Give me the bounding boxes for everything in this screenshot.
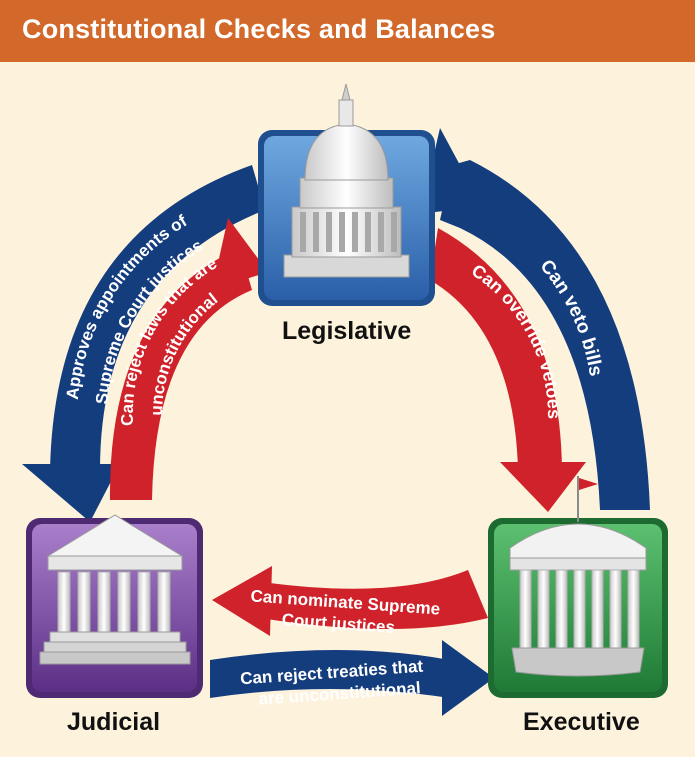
white-house-icon bbox=[509, 476, 647, 677]
legislative-tile bbox=[258, 83, 435, 306]
reject-treaties-arrow bbox=[210, 640, 494, 716]
approves-appointments-arrow bbox=[22, 165, 265, 522]
executive-tile bbox=[488, 476, 668, 698]
executive-label: Executive bbox=[523, 708, 640, 736]
veto-arrow bbox=[420, 128, 650, 510]
courthouse-icon bbox=[39, 514, 191, 665]
capitol-dome-icon bbox=[283, 83, 410, 278]
legislative-label: Legislative bbox=[282, 317, 412, 345]
page-title: Constitutional Checks and Balances bbox=[22, 14, 496, 44]
title-bar: Constitutional Checks and Balances bbox=[0, 0, 695, 62]
judicial-label: Judicial bbox=[67, 708, 161, 736]
judicial-tile bbox=[26, 514, 203, 698]
reject-laws-arrow bbox=[109, 218, 268, 500]
nominate-justices-arrow bbox=[212, 566, 488, 636]
override-veto-arrow bbox=[430, 228, 586, 512]
